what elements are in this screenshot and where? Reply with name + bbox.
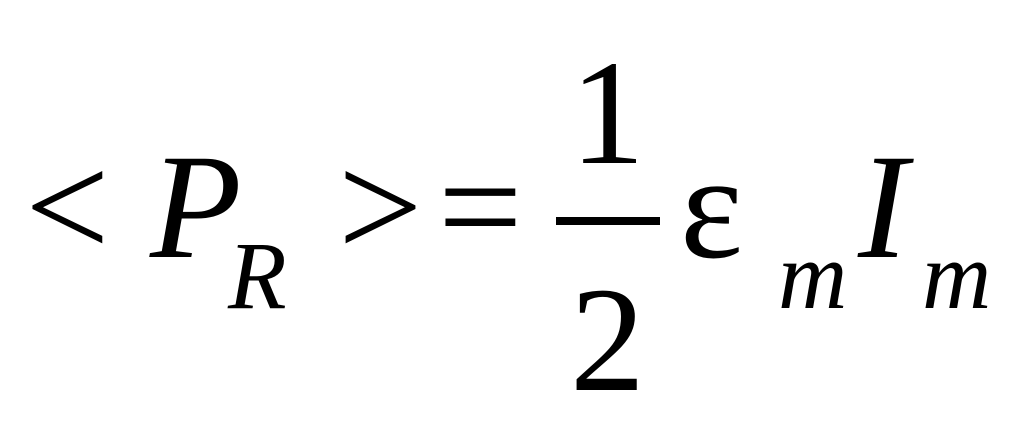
fraction-denominator: 2 [570, 257, 645, 423]
equals-sign: = [438, 124, 523, 290]
fraction-numerator: 1 [570, 30, 645, 196]
power-symbol-P: P [150, 124, 242, 290]
subscript-m-current: m [922, 222, 992, 329]
subscript-m-epsilon: m [778, 222, 848, 329]
current-symbol-I: I [858, 124, 908, 290]
less-than-symbol: < [25, 124, 110, 290]
epsilon-symbol: ε [680, 124, 743, 290]
subscript-R: R [228, 222, 287, 329]
fraction-bar [556, 217, 660, 225]
greater-than-symbol: > [338, 124, 423, 290]
